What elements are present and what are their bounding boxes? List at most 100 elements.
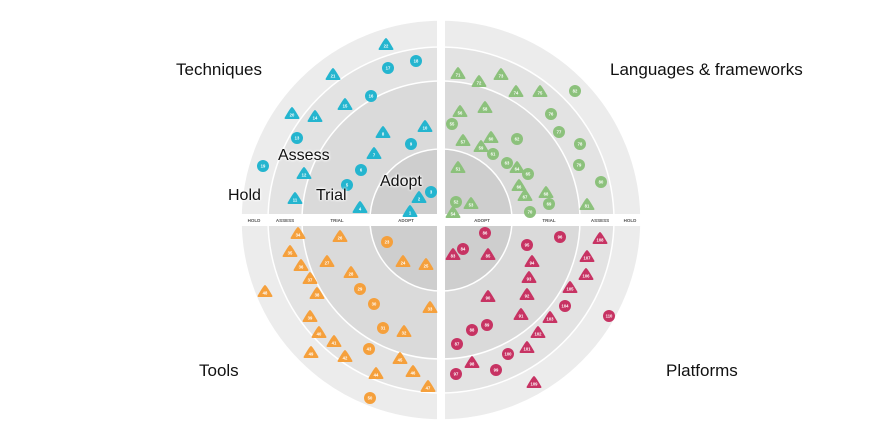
blip-94[interactable]: 94 — [524, 255, 540, 267]
blip-109[interactable]: 109 — [526, 376, 542, 388]
blip-108[interactable]: 108 — [592, 232, 608, 244]
blip-74[interactable]: 74 — [508, 85, 524, 97]
blip-92[interactable]: 92 — [519, 288, 535, 300]
blip-63[interactable]: 63 — [501, 157, 513, 169]
blip-18[interactable]: 18 — [410, 55, 422, 67]
blip-31[interactable]: 31 — [377, 322, 389, 334]
blip-81[interactable]: 81 — [579, 198, 595, 210]
blip-84[interactable]: 84 — [457, 243, 469, 255]
blip-35[interactable]: 35 — [282, 245, 298, 257]
blip-87[interactable]: 87 — [451, 338, 463, 350]
blip-73[interactable]: 73 — [493, 68, 509, 80]
blip-86[interactable]: 86 — [479, 227, 491, 239]
blip-19[interactable]: 19 — [257, 160, 269, 172]
blip-25[interactable]: 25 — [418, 258, 434, 270]
blip-42[interactable]: 42 — [337, 350, 353, 362]
blip-6[interactable]: 6 — [355, 164, 367, 176]
blip-4[interactable]: 4 — [352, 201, 368, 213]
blip-39[interactable]: 39 — [302, 310, 318, 322]
blip-34[interactable]: 34 — [290, 227, 306, 239]
blip-88[interactable]: 88 — [466, 324, 478, 336]
blip-12[interactable]: 12 — [296, 167, 312, 179]
blip-46[interactable]: 46 — [405, 365, 421, 377]
blip-33[interactable]: 33 — [422, 301, 438, 313]
blip-43[interactable]: 43 — [363, 343, 375, 355]
blip-27[interactable]: 27 — [319, 255, 335, 267]
blip-1[interactable]: 1 — [402, 205, 418, 217]
blip-99[interactable]: 99 — [490, 364, 502, 376]
blip-36[interactable]: 36 — [293, 259, 309, 271]
blip-41[interactable]: 41 — [326, 335, 342, 347]
blip-65[interactable]: 65 — [522, 168, 534, 180]
blip-21[interactable]: 21 — [325, 68, 341, 80]
blip-51[interactable]: 51 — [450, 161, 466, 173]
blip-26[interactable]: 26 — [332, 230, 348, 242]
blip-10[interactable]: 10 — [417, 120, 433, 132]
blip-8[interactable]: 8 — [375, 126, 391, 138]
blip-61[interactable]: 61 — [487, 148, 499, 160]
blip-32[interactable]: 32 — [396, 325, 412, 337]
blip-98[interactable]: 98 — [464, 356, 480, 368]
blip-70[interactable]: 70 — [524, 206, 536, 218]
blip-23[interactable]: 23 — [381, 236, 393, 248]
blip-100[interactable]: 100 — [502, 348, 514, 360]
blip-85[interactable]: 85 — [480, 248, 496, 260]
blip-71[interactable]: 71 — [450, 67, 466, 79]
blip-28[interactable]: 28 — [343, 266, 359, 278]
blip-30[interactable]: 30 — [368, 298, 380, 310]
blip-22[interactable]: 22 — [378, 38, 394, 50]
blip-48[interactable]: 48 — [257, 285, 273, 297]
blip-47[interactable]: 47 — [420, 380, 436, 392]
blip-97[interactable]: 97 — [450, 368, 462, 380]
blip-102[interactable]: 102 — [530, 326, 546, 338]
blip-93[interactable]: 93 — [521, 271, 537, 283]
blip-54[interactable]: 54 — [445, 206, 461, 218]
blip-62[interactable]: 62 — [511, 133, 523, 145]
blip-2[interactable]: 2 — [411, 191, 427, 203]
blip-3[interactable]: 3 — [425, 186, 437, 198]
blip-104[interactable]: 104 — [559, 300, 571, 312]
blip-101[interactable]: 101 — [519, 341, 535, 353]
blip-76[interactable]: 76 — [545, 108, 557, 120]
blip-7[interactable]: 7 — [366, 147, 382, 159]
blip-11[interactable]: 11 — [287, 192, 303, 204]
blip-72[interactable]: 72 — [471, 75, 487, 87]
blip-20[interactable]: 20 — [284, 107, 300, 119]
blip-60[interactable]: 60 — [483, 131, 499, 143]
blip-75[interactable]: 75 — [532, 85, 548, 97]
blip-9[interactable]: 9 — [405, 138, 417, 150]
blip-13[interactable]: 13 — [291, 132, 303, 144]
blip-106[interactable]: 106 — [578, 268, 594, 280]
blip-53[interactable]: 53 — [463, 197, 479, 209]
blip-58[interactable]: 58 — [477, 101, 493, 113]
blip-66[interactable]: 66 — [511, 179, 527, 191]
blip-29[interactable]: 29 — [354, 283, 366, 295]
blip-79[interactable]: 79 — [573, 159, 585, 171]
blip-37[interactable]: 37 — [302, 272, 318, 284]
blip-56[interactable]: 56 — [452, 105, 468, 117]
blip-107[interactable]: 107 — [579, 250, 595, 262]
blip-80[interactable]: 80 — [595, 176, 607, 188]
blip-38[interactable]: 38 — [309, 287, 325, 299]
blip-77[interactable]: 77 — [553, 126, 565, 138]
blip-67[interactable]: 67 — [517, 189, 533, 201]
blip-52[interactable]: 52 — [450, 196, 462, 208]
blip-49[interactable]: 49 — [303, 346, 319, 358]
blip-103[interactable]: 103 — [542, 311, 558, 323]
blip-55[interactable]: 55 — [446, 118, 458, 130]
blip-44[interactable]: 44 — [368, 367, 384, 379]
blip-57[interactable]: 57 — [455, 134, 471, 146]
blip-45[interactable]: 45 — [392, 352, 408, 364]
blip-96[interactable]: 96 — [554, 231, 566, 243]
blip-68[interactable]: 68 — [538, 186, 554, 198]
blip-78[interactable]: 78 — [574, 138, 586, 150]
blip-50[interactable]: 50 — [364, 392, 376, 404]
blip-14[interactable]: 14 — [307, 110, 323, 122]
blip-69[interactable]: 69 — [543, 198, 555, 210]
blip-89[interactable]: 89 — [481, 319, 493, 331]
blip-105[interactable]: 105 — [562, 281, 578, 293]
blip-91[interactable]: 91 — [513, 308, 529, 320]
blip-15[interactable]: 15 — [337, 98, 353, 110]
blip-110[interactable]: 110 — [603, 310, 615, 322]
blip-64[interactable]: 64 — [509, 161, 525, 173]
